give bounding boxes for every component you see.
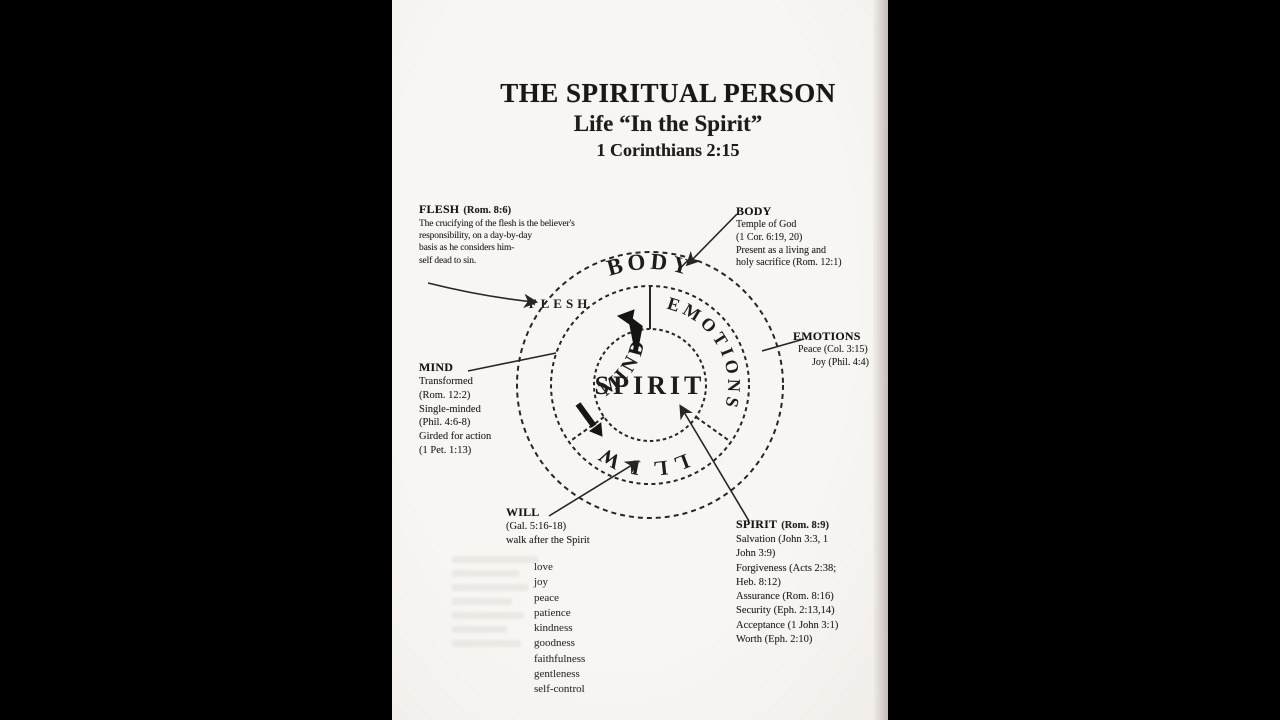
page-title: THE SPIRITUAL PERSON — [500, 78, 836, 108]
spirit-reference: (Rom. 8:9) — [781, 520, 830, 531]
mind-line: (Phil. 4:6-8) — [419, 417, 471, 429]
ring-label-body: BODY — [604, 249, 696, 281]
fruit-item: joy — [534, 576, 549, 589]
fruit-item: gentleness — [534, 668, 580, 681]
body-line: Temple of God — [736, 219, 797, 230]
fruit-item: goodness — [534, 637, 575, 650]
body-annotation: BODY Temple of God (1 Cor. 6:19, 20) Pre… — [736, 204, 886, 270]
spirit-line: Forgiveness (Acts 2:38; — [736, 562, 837, 574]
page-subtitle: Life “In the Spirit” — [573, 111, 763, 136]
bleed-through-artifact — [452, 556, 538, 660]
spirit-heading: SPIRIT — [736, 517, 778, 531]
will-annotation: WILL (Gal. 5:16-18) walk after the Spiri… — [506, 505, 636, 548]
flesh-annotation: FLESH (Rom. 8:6) The crucifying of the f… — [419, 200, 597, 267]
fruit-item: self-control — [534, 683, 585, 696]
will-pointer-line — [548, 460, 640, 517]
flesh-line: The crucifying of the flesh is the belie… — [419, 219, 575, 229]
ring-label-will: W I L L — [591, 441, 693, 481]
mind-line: Single-minded — [419, 403, 481, 415]
will-line: (Gal. 5:16-18) — [506, 521, 567, 532]
mind-line: Girded for action — [419, 431, 492, 443]
emotions-line: Peace (Col. 3:15) — [798, 344, 868, 355]
body-pointer-line — [685, 213, 738, 267]
spirit-line: Worth (Eph. 2:10) — [736, 634, 813, 646]
page-edge-shadow — [873, 0, 888, 720]
title-block: THE SPIRITUAL PERSON Life “In the Spirit… — [448, 78, 888, 161]
flesh-line: responsibility, on a day-by-day — [419, 231, 532, 242]
emotions-heading: EMOTIONS — [793, 329, 861, 343]
mind-pointer-line — [467, 352, 557, 372]
body-heading: BODY — [736, 204, 772, 218]
fruit-item: patience — [534, 606, 571, 619]
svg-text:L: L — [667, 449, 692, 478]
outer-ring-body — [516, 251, 784, 519]
body-line: (1 Cor. 6:19, 20) — [736, 231, 803, 243]
body-line: holy sacrifice (Rom. 12:1) — [736, 257, 842, 269]
svg-text:W: W — [591, 441, 625, 474]
flesh-line: self dead to sin. — [419, 255, 477, 266]
spirit-line: John 3:9) — [736, 548, 776, 560]
divider-mind-will — [568, 416, 605, 443]
mind-line: (Rom. 12:2) — [419, 389, 471, 401]
fruit-item: kindness — [534, 622, 573, 635]
flesh-pointer-line — [427, 282, 539, 309]
scanned-page: THE SPIRITUAL PERSON Life “In the Spirit… — [392, 0, 888, 720]
flesh-line: basis as he considers him- — [419, 243, 515, 254]
spirit-to-mind-arrow — [616, 309, 643, 354]
spirit-pointer-line — [679, 404, 750, 522]
spirit-line: Assurance (Rom. 8:16) — [736, 591, 834, 603]
spirit-line: Security (Eph. 2:13,14) — [736, 605, 835, 617]
flesh-reference: (Rom. 8:6) — [463, 205, 512, 216]
spirit-annotation: SPIRIT (Rom. 8:9) Salvation (John 3:3, 1… — [736, 515, 886, 647]
mind-line: (1 Pet. 1:13) — [419, 444, 472, 456]
flesh-ring-label: FLESH — [529, 296, 592, 311]
center-label-spirit: SPIRIT — [595, 371, 706, 400]
spirit-line: Acceptance (1 John 3:1) — [736, 619, 839, 631]
divider-emotions-will — [695, 416, 732, 443]
svg-text:L: L — [649, 456, 669, 482]
emotions-pointer-line — [761, 338, 805, 352]
fruit-item: peace — [534, 591, 560, 604]
spirit-line: Heb. 8:12) — [736, 576, 781, 588]
body-line: Present as a living and — [736, 244, 826, 256]
mind-heading: MIND — [419, 360, 454, 374]
will-heading: WILL — [506, 505, 540, 519]
flesh-heading: FLESH — [419, 202, 460, 216]
scripture-reference: 1 Corinthians 2:15 — [596, 140, 740, 160]
spirit-line: Salvation (John 3:3, 1 — [736, 534, 829, 545]
will-line: walk after the Spirit — [506, 535, 590, 546]
fruit-of-spirit-list: love joy peace patience kindness goodnes… — [534, 560, 585, 698]
mind-annotation: MIND Transformed (Rom. 12:2) Single-mind… — [419, 360, 529, 458]
emotions-annotation: EMOTIONS Peace (Col. 3:15) Joy (Phil. 4:… — [793, 329, 888, 370]
fruit-item: faithfulness — [534, 652, 586, 665]
mind-line: Transformed — [419, 376, 473, 387]
spirit-to-will-arrow — [575, 402, 603, 437]
spiritual-person-diagram: BODY MIND EMOTIONS W I L L SPIRIT FLESH — [427, 213, 805, 522]
emotions-line: Joy (Phil. 4:4) — [812, 356, 869, 368]
fruit-item: love — [534, 561, 553, 573]
